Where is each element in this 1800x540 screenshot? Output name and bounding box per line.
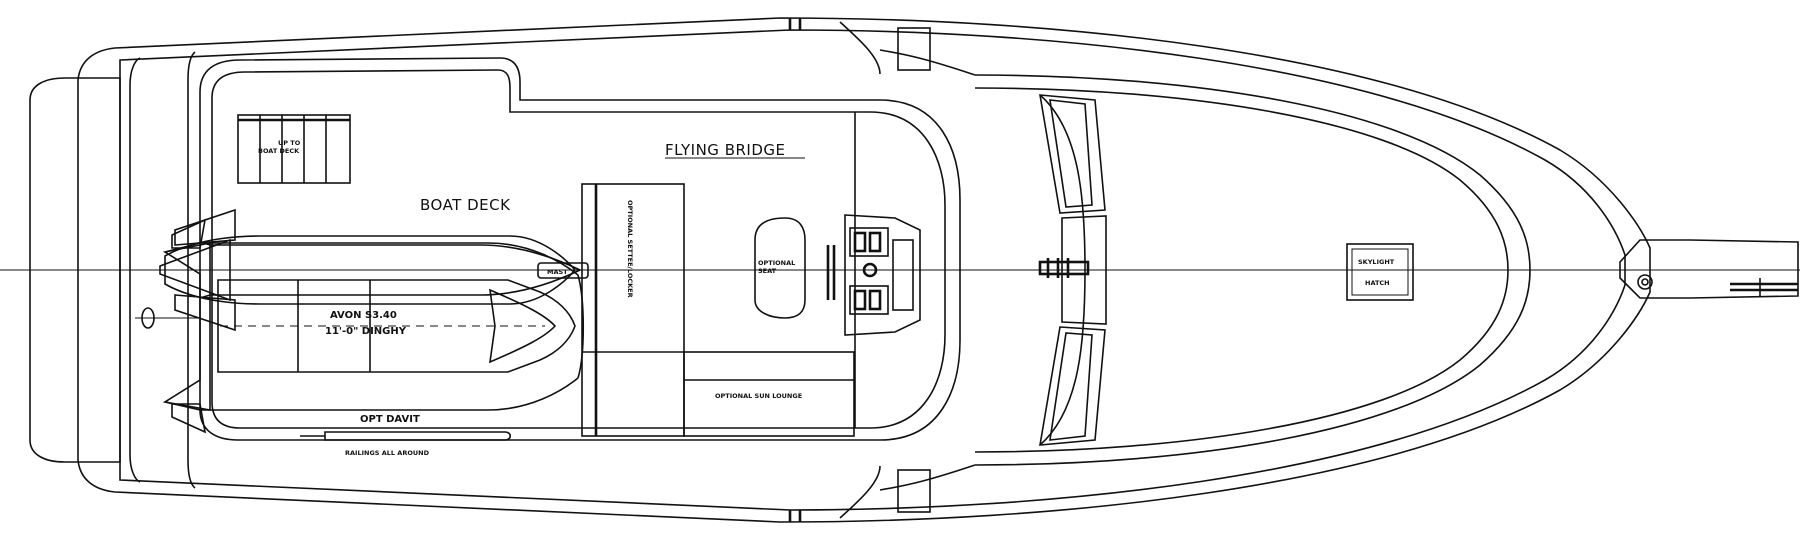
bow-pulpit [1619,239,1799,299]
flying-bridge-label: FLYING BRIDGE [665,141,785,159]
dinghy-label-line1: AVON S3.40 [330,310,397,321]
radar-arch [1038,258,1090,278]
mast: MAST [537,262,589,279]
skylight-label-line2: HATCH [1365,279,1390,287]
opt-davit-label: OPT DAVIT [360,414,420,425]
mast-label: MAST [547,268,568,276]
settee-locker-label: OPTIONAL SETTEE/LOCKER [626,200,634,298]
helm-console [826,214,921,336]
railings-label: RAILINGS ALL AROUND [345,449,430,457]
skylight-hatch: SKYLIGHT HATCH [1346,243,1414,301]
optional-seat: OPTIONAL SEAT [754,217,806,319]
optional-seat-label-line1: OPTIONAL [758,259,795,267]
hull-outline [29,17,1651,523]
ladder-up-to-boat-deck: UP TO BOAT DECK [237,114,351,184]
dinghy-label-line2: 11'-0" DINGHY [325,326,407,337]
optional-seat-label-line2: SEAT [758,267,777,275]
skylight-label-line1: SKYLIGHT [1358,258,1395,266]
settee-locker: OPTIONAL SETTEE/LOCKER [581,183,685,437]
davit-and-railing: OPT DAVIT RAILINGS ALL AROUND [300,414,512,457]
windscreen [1039,94,1107,446]
ladder-label-line1: UP TO [278,139,301,147]
sun-lounge-label: OPTIONAL SUN LOUNGE [715,392,802,400]
side-fittings [788,18,931,522]
ladder-label-line2: BOAT DECK [258,147,300,155]
boat-deck-label: BOAT DECK [420,196,511,214]
sun-lounge: OPTIONAL SUN LOUNGE [683,351,855,437]
dinghy: AVON S3.40 11'-0" DINGHY [135,208,585,434]
